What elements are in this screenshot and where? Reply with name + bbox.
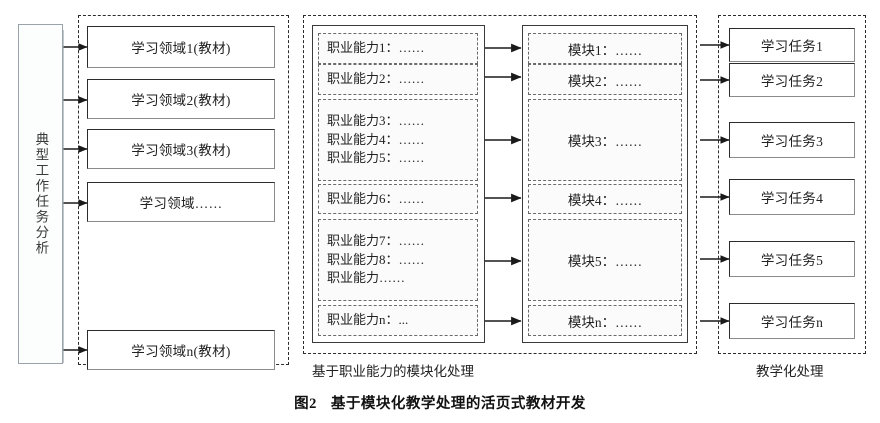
- learning-field-label-1: 学习领域1(教材): [131, 41, 231, 56]
- vocational-ability-cell-2[interactable]: 职业能力2：……: [318, 64, 478, 95]
- module-cell-5[interactable]: 模块5：……: [528, 219, 682, 301]
- module-label-2: 模块2：……: [567, 73, 643, 89]
- teaching-stage-group: [718, 15, 866, 354]
- figure-caption: 图2 基于模块化教学处理的活页式教材开发: [0, 392, 880, 413]
- vocational-ability-line: 职业能力4：……: [327, 131, 425, 147]
- learning-task-box-4[interactable]: 学习任务4: [729, 179, 855, 215]
- learning-task-box-2[interactable]: 学习任务2: [729, 63, 855, 97]
- module-cell-4[interactable]: 模块4：……: [528, 184, 682, 214]
- learning-task-label-1: 学习任务1: [760, 39, 824, 54]
- learning-task-box-6[interactable]: 学习任务n: [729, 303, 855, 339]
- vocational-ability-line: 职业能力6：……: [327, 190, 425, 206]
- vocational-ability-line: 职业能力5：……: [327, 150, 425, 166]
- module-cell-3[interactable]: 模块3：……: [528, 99, 682, 181]
- learning-field-label-5: 学习领域n(教材): [131, 344, 231, 359]
- learning-task-label-3: 学习任务3: [760, 134, 824, 149]
- teaching-stage-section-caption: 教学化处理: [756, 364, 824, 379]
- learning-field-label-3: 学习领域3(教材): [131, 143, 231, 158]
- typical-work-task-analysis-box: 典型工作任务分析: [18, 24, 63, 364]
- learning-field-box-1[interactable]: 学习领域1(教材): [87, 26, 275, 68]
- learning-field-label-2: 学习领域2(教材): [131, 93, 231, 108]
- modularization-section-caption: 基于职业能力的模块化处理: [312, 364, 474, 379]
- modularization-group: [303, 15, 697, 354]
- learning-task-label-2: 学习任务2: [760, 74, 824, 89]
- module-label-3: 模块3：……: [567, 134, 643, 149]
- vocational-ability-line: 职业能力……: [327, 270, 406, 286]
- vocational-ability-line: 职业能力8：……: [327, 251, 425, 267]
- vocational-ability-cell-1[interactable]: 职业能力1：……: [318, 33, 478, 64]
- module-cell-6[interactable]: 模块n：……: [528, 305, 682, 336]
- learning-field-box-3[interactable]: 学习领域3(教材): [87, 129, 275, 169]
- learning-field-box-4[interactable]: 学习领域……: [87, 182, 275, 222]
- typical-work-task-analysis-label: 典型工作任务分析: [33, 132, 49, 256]
- learning-field-label-4: 学习领域……: [139, 196, 223, 211]
- vocational-ability-line: 职业能力7：……: [327, 232, 425, 248]
- module-cell-1[interactable]: 模块1：……: [528, 33, 682, 64]
- module-label-4: 模块4：……: [567, 193, 643, 208]
- vocational-ability-cell-3[interactable]: 职业能力3：…… 职业能力4：…… 职业能力5：……: [318, 99, 478, 181]
- figure-caption-text: 基于模块化教学处理的活页式教材开发: [330, 396, 586, 412]
- learning-task-label-6: 学习任务n: [760, 315, 824, 330]
- learning-field-box-5[interactable]: 学习领域n(教材): [87, 330, 275, 370]
- vocational-ability-cell-4[interactable]: 职业能力6：……: [318, 184, 478, 214]
- module-label-6: 模块n：……: [567, 314, 643, 330]
- vocational-ability-line: 职业能力3：……: [327, 112, 425, 128]
- learning-field-box-2[interactable]: 学习领域2(教材): [87, 79, 275, 119]
- vocational-ability-cell-6[interactable]: 职业能力n：...: [318, 305, 478, 336]
- learning-task-label-4: 学习任务4: [760, 191, 824, 206]
- module-label-5: 模块5：……: [567, 254, 643, 269]
- figure-caption-number: 图2: [294, 396, 317, 412]
- learning-task-box-1[interactable]: 学习任务1: [729, 28, 855, 62]
- learning-task-box-3[interactable]: 学习任务3: [729, 122, 855, 158]
- vocational-ability-line: 职业能力n：...: [327, 312, 409, 328]
- vocational-ability-cell-5[interactable]: 职业能力7：…… 职业能力8：…… 职业能力……: [318, 219, 478, 301]
- vocational-ability-line: 职业能力1：……: [327, 40, 425, 56]
- learning-task-label-5: 学习任务5: [760, 253, 824, 268]
- learning-task-box-5[interactable]: 学习任务5: [729, 241, 855, 277]
- module-cell-2[interactable]: 模块2：……: [528, 64, 682, 95]
- vocational-ability-line: 职业能力2：……: [327, 71, 425, 87]
- module-label-1: 模块1：……: [567, 42, 643, 58]
